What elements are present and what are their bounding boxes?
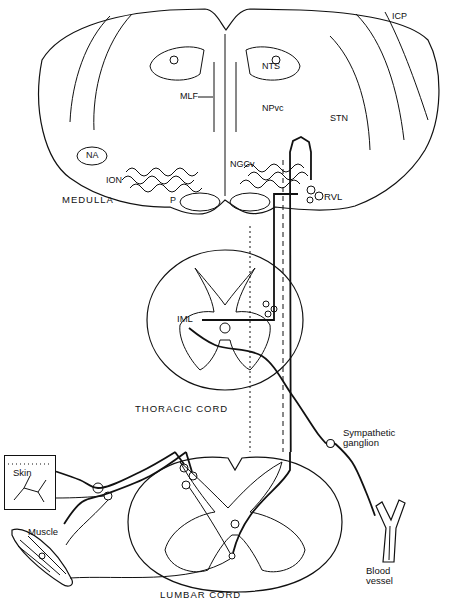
muscle-shape: Muscle [8,524,74,589]
neuron-cell [229,553,235,559]
fiber-stub [233,452,290,553]
skin-box: Skin [4,455,56,510]
node-outline [375,500,406,563]
nucleus-outline [77,147,107,165]
nucleus-region: IML [176,312,202,328]
olive-fold [248,172,308,180]
illustration-lines [8,12,428,578]
neuron-cell [271,306,277,312]
olive-fold [126,168,198,176]
olive-fold [240,180,300,188]
spinal-cord-section: THORACIC CORDIML [147,250,303,390]
structure-label: NTS [262,62,280,72]
node-label: RVL [324,192,342,202]
spinal-cord-section: LUMBAR CORD [128,452,343,593]
ganglion-cell [104,492,112,500]
skin-fiber [14,476,46,502]
node-label: IML [177,314,193,324]
nucleus-region: RVL [298,180,353,208]
node-label: MEDULLA [62,195,114,205]
outline-path [12,529,72,586]
neuron-cell [182,481,190,489]
olive-fold [130,184,202,192]
pyramid-outline [230,193,270,211]
structure-label: NGCv [230,160,255,170]
node-outline [147,250,303,390]
node-label: Blood vessel [366,566,406,587]
outline-path [147,250,303,390]
afferent-fiber [66,500,108,545]
afferent-fiber [56,496,104,498]
tract-boundary [356,14,404,140]
node-outline [326,439,335,448]
nerve-pathway [56,452,175,488]
structure-label: NPvc [262,104,284,114]
neuron-cell [315,192,323,200]
gray-matter [180,268,270,370]
node-label: LUMBAR CORD [160,590,241,600]
mlf-line [214,62,215,132]
fiber-stub [189,487,230,553]
ganglion-circle: Sympathetic ganglion [326,439,335,448]
outline-path [39,9,439,214]
node-label: Skin [13,468,31,478]
fiber-stub [186,452,192,472]
nerve-pathway [290,137,311,452]
muscle-receptor [39,553,45,559]
tract-boundary [330,36,370,150]
structure-label: NA [86,151,99,161]
node-outline [128,452,343,593]
tract-circle [170,56,178,64]
skin-texture [8,464,52,465]
neuron-cell [263,301,269,307]
outline-path [376,500,405,562]
ganglion-cell [93,483,103,493]
nerve-pathway [189,328,326,444]
mlf-line [236,62,237,132]
structure-label: ICP [392,12,407,22]
nerve-pathway [64,452,186,524]
olive-fold [122,176,194,184]
vessel-line [389,526,390,560]
structure-label: STN [330,114,348,124]
nucleus-outline [150,47,204,80]
pyramid-outline [180,193,220,211]
tract-boundary [385,12,428,120]
node-outline [30,4,444,218]
node-label: Muscle [28,527,58,537]
structure-label: MLF [180,92,198,102]
dotted-tract [250,226,251,452]
tract-boundary [94,14,132,130]
node-label: THORACIC CORD [135,404,228,414]
nerve-pathway [202,194,298,320]
outline-path [128,457,342,592]
central-canal [220,323,230,333]
medulla-section: MEDULLA RVL [30,4,444,218]
node-label: Sympathetic ganglion [343,428,407,449]
nucleus-outline [246,47,300,80]
dashed-tract [283,160,284,452]
neuron-cell [307,197,313,203]
structure-label: P [170,196,176,206]
nerve-pathway [335,444,375,516]
neuron-cell [189,472,197,480]
blood-vessel: Blood vessel [375,500,406,563]
midline [225,34,226,196]
leader-line [198,97,213,98]
outline-path [327,440,335,448]
neuron-cell [180,464,188,472]
central-canal [231,520,239,528]
neuron-cell [265,311,271,317]
structure-label: ION [106,176,122,186]
neuron-cell [307,186,315,194]
